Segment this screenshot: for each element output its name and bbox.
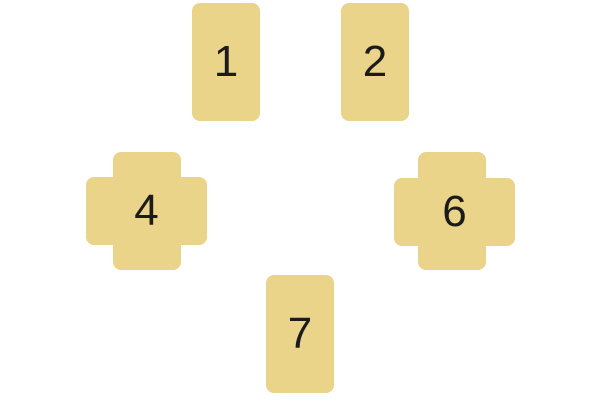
card-position-2[interactable]: 2 xyxy=(341,3,409,121)
card-number: 1 xyxy=(213,37,239,86)
card-position-7[interactable]: 7 xyxy=(266,275,334,393)
card-number: 7 xyxy=(287,309,313,358)
card-position-4[interactable]: 4 xyxy=(86,177,207,245)
card-position-6[interactable]: 6 xyxy=(394,178,515,246)
card-number: 4 xyxy=(134,186,159,235)
card-number: 2 xyxy=(362,37,388,86)
card-number: 6 xyxy=(442,187,467,236)
card-position-1[interactable]: 1 xyxy=(192,3,260,121)
